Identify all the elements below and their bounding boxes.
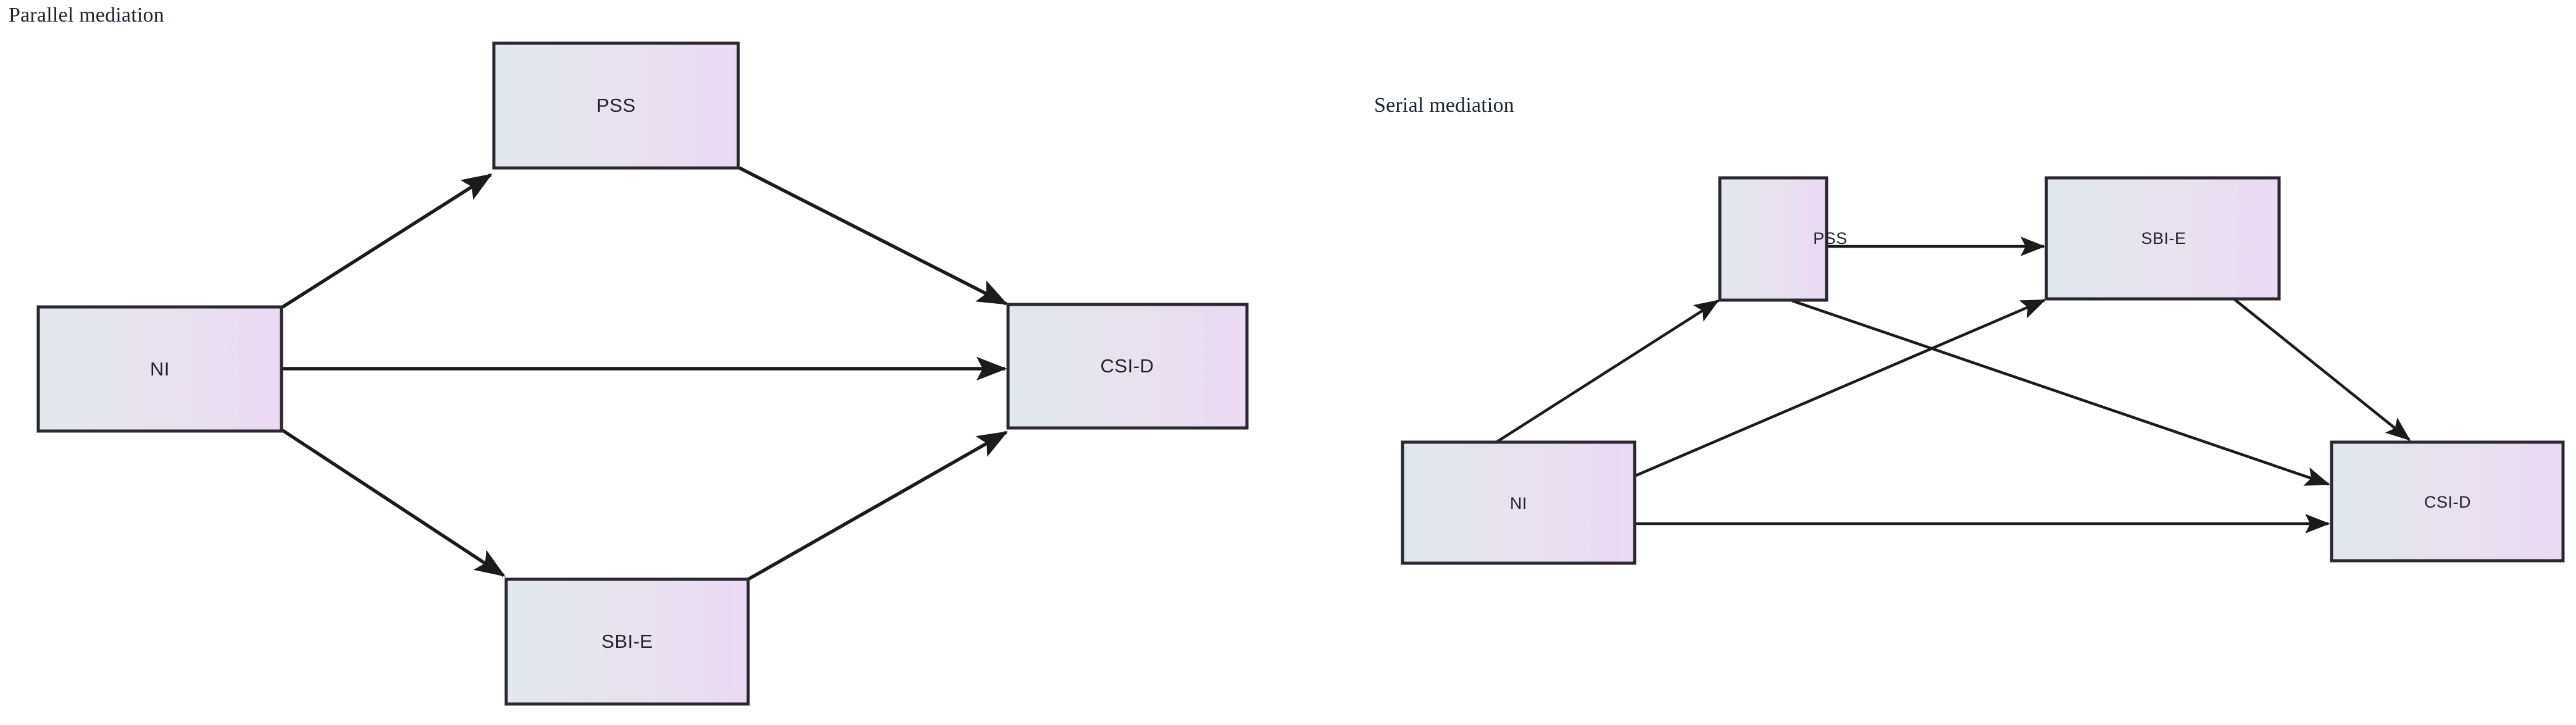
node-ni-serial-box[interactable] bbox=[1401, 440, 1636, 565]
node-ni-serial[interactable]: NI bbox=[1401, 440, 1636, 565]
parallel-edges bbox=[281, 166, 1008, 581]
node-pss-serial-box[interactable] bbox=[1718, 176, 1828, 302]
edge-ni-to-pss bbox=[281, 173, 493, 309]
edge-ni-to-sbie-serial bbox=[1635, 298, 2046, 477]
serial-mediation-title: Serial mediation bbox=[1374, 94, 1514, 117]
node-sbie-parallel[interactable]: SBI-E bbox=[504, 577, 750, 706]
node-csid-serial-label: CSI-D bbox=[2424, 493, 2471, 511]
node-csid-parallel-label: CSI-D bbox=[1101, 355, 1154, 377]
node-pss-serial-label: PSS bbox=[1813, 229, 1848, 248]
node-csid-parallel-box[interactable] bbox=[1006, 303, 1249, 430]
node-sbie-serial-box[interactable] bbox=[2045, 176, 2281, 301]
node-sbie-serial[interactable]: SBI-E bbox=[2045, 176, 2281, 301]
node-csid-serial-box[interactable] bbox=[2330, 440, 2565, 563]
node-csid-parallel[interactable]: CSI-D bbox=[1006, 303, 1249, 430]
serial-edges bbox=[1495, 237, 2411, 534]
node-ni-parallel[interactable]: NI bbox=[36, 305, 283, 433]
edge-sbie-to-csid bbox=[747, 430, 1008, 581]
node-pss-parallel[interactable]: PSS bbox=[492, 41, 740, 170]
node-pss-parallel-label: PSS bbox=[596, 94, 636, 116]
node-sbie-parallel-box[interactable] bbox=[504, 577, 750, 706]
parallel-mediation-title: Parallel mediation bbox=[9, 4, 164, 27]
node-ni-serial-label: NI bbox=[1510, 494, 1527, 513]
edge-pss-to-csid bbox=[738, 166, 1008, 306]
node-sbie-parallel-label: SBI-E bbox=[601, 631, 652, 652]
edge-sbie-to-csid-serial bbox=[2233, 298, 2411, 441]
node-ni-parallel-label: NI bbox=[150, 358, 170, 380]
edge-pss-to-csid-serial bbox=[1791, 299, 2330, 486]
node-pss-serial[interactable]: PSS bbox=[1718, 176, 1848, 302]
node-csid-serial[interactable]: CSI-D bbox=[2330, 440, 2565, 563]
serial-mediation-panel: NI PSS SBI-E CSI-D bbox=[1401, 176, 2565, 565]
node-ni-parallel-box[interactable] bbox=[36, 305, 283, 433]
node-sbie-serial-label: SBI-E bbox=[2141, 229, 2186, 248]
node-pss-parallel-box[interactable] bbox=[492, 41, 740, 170]
edge-ni-to-sbie bbox=[281, 429, 506, 577]
edge-ni-to-pss-serial bbox=[1495, 300, 1720, 443]
parallel-mediation-panel: NI PSS SBI-E CSI-D bbox=[36, 41, 1249, 706]
